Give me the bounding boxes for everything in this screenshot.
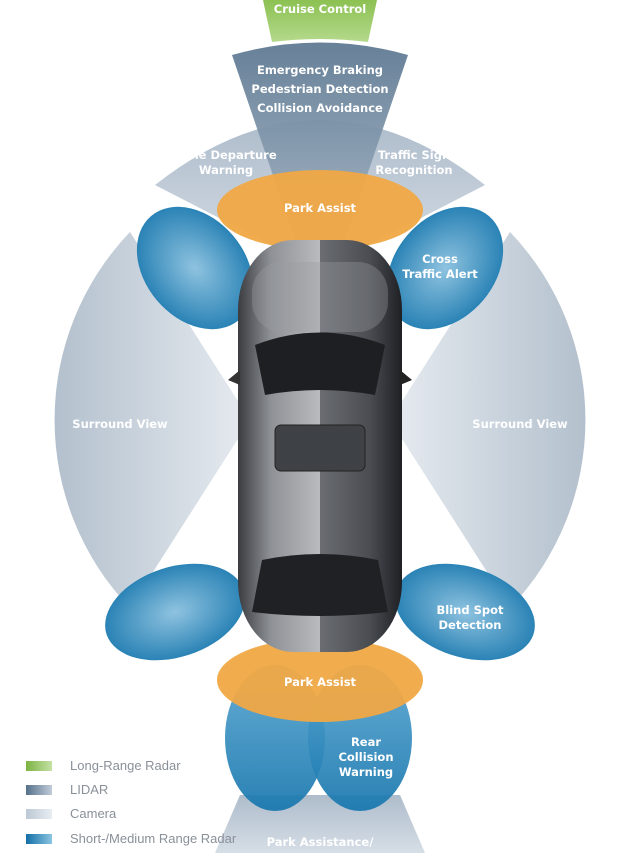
label-collision-avoidance: Collision Avoidance: [257, 101, 383, 115]
label-park-assist-front: Park Assist: [284, 201, 357, 215]
label-cross-traffic: Cross: [422, 252, 458, 266]
label-pedestrian-detection: Pedestrian Detection: [251, 82, 388, 96]
legend-item-camera: Camera: [26, 806, 116, 821]
park-assist-zone-rear: [217, 638, 423, 722]
camera-zone-surround-right: [390, 232, 586, 608]
legend-item-lidar: LIDAR: [26, 782, 108, 797]
car-top-view: [228, 240, 412, 652]
legend-swatch: [26, 760, 52, 771]
radar-lobe-front-left: [136, 206, 254, 330]
radar-lobe-front-right: [386, 206, 504, 330]
label-lane-departure: Lane Departure: [175, 148, 276, 162]
label-cross-traffic-2: Traffic Alert: [402, 267, 478, 281]
camera-zone-surround-left: [54, 232, 250, 608]
label-park-assistance: Park Assistance/: [267, 835, 375, 849]
long-range-radar-zone: [263, 0, 377, 42]
legend-label: Short-/Medium Range Radar: [70, 831, 237, 846]
label-traffic-sign: Traffic Sign: [378, 148, 450, 162]
label-rear-collision-2: Collision: [338, 750, 393, 764]
label-traffic-sign-2: Recognition: [375, 163, 452, 177]
label-park-assist-rear: Park Assist: [284, 675, 357, 689]
label-surround-view-right: Surround View: [472, 417, 568, 431]
legend-swatch: [26, 808, 52, 819]
radar-lobe-rear-left: [105, 563, 245, 661]
label-cruise-control: Cruise Control: [274, 2, 366, 16]
legend-label: Long-Range Radar: [70, 758, 181, 773]
label-blind-spot-2: Detection: [439, 618, 502, 632]
label-blind-spot: Blind Spot: [437, 603, 504, 617]
label-rear-collision: Rear: [351, 735, 381, 749]
label-rear-collision-3: Warning: [339, 765, 393, 779]
lidar-zone: [232, 42, 408, 240]
legend-item-long-range-radar: Long-Range Radar: [26, 758, 181, 773]
label-surround-view-left: Surround View: [72, 417, 168, 431]
legend-item-short-medium-radar: Short-/Medium Range Radar: [26, 831, 236, 846]
legend-label: Camera: [70, 806, 117, 821]
park-assist-zone-front: [217, 170, 423, 250]
legend-swatch: [26, 784, 52, 795]
legend-label: LIDAR: [70, 782, 109, 797]
legend-swatch: [26, 833, 52, 844]
radar-lobe-rear-right: [395, 563, 535, 661]
label-lane-departure-2: Warning: [199, 163, 253, 177]
label-emergency-braking: Emergency Braking: [257, 63, 383, 77]
